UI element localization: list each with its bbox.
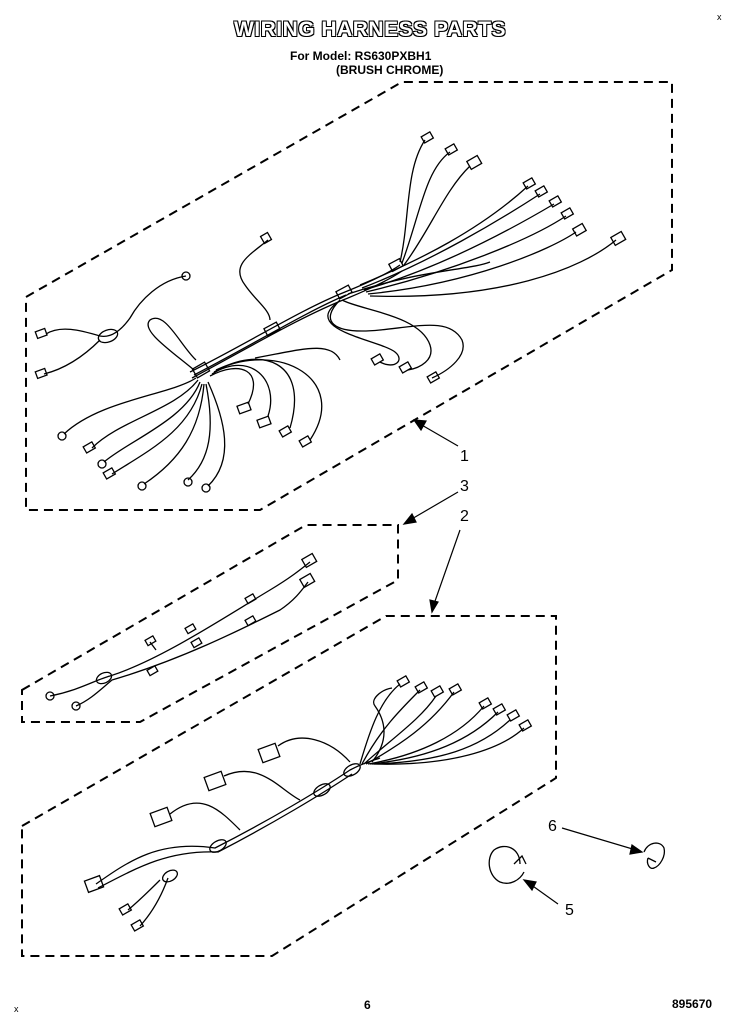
part-5-clip: [488, 845, 527, 884]
part-1-harness: [34, 131, 627, 493]
callout-1: 1: [460, 448, 469, 465]
part-3-outline: [21, 524, 399, 723]
callout-2: 2: [460, 508, 469, 525]
callout-3: 3: [460, 478, 469, 495]
leader-lines: [402, 419, 644, 905]
page-title: WIRING HARNESS PARTS: [233, 18, 507, 41]
callout-5: 5: [565, 902, 574, 919]
part-6-clip: [643, 842, 666, 870]
page-number: 6: [364, 998, 371, 1012]
part-2-outline: [21, 615, 557, 957]
part-3-harness: [45, 552, 318, 711]
callout-6: 6: [548, 818, 557, 835]
part-1-outline: [25, 81, 673, 511]
part-2-harness: [83, 675, 533, 932]
corner-mark-top-right: x: [717, 12, 722, 22]
model-line: For Model: RS630PXBH1: [290, 49, 432, 63]
corner-mark-bottom-left: x: [14, 1004, 19, 1014]
finish-line: (BRUSH CHROME): [336, 63, 444, 77]
document-number: 895670: [672, 997, 713, 1011]
